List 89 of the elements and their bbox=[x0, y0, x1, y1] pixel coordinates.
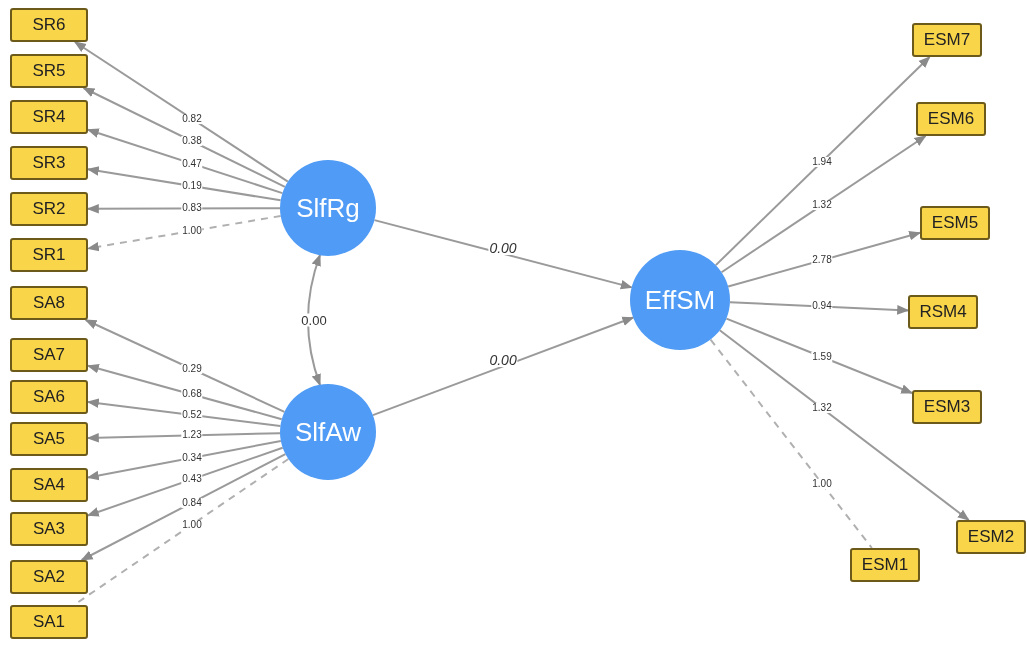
indicator-box bbox=[10, 605, 88, 639]
node-label: SA3 bbox=[32, 518, 66, 541]
arrow bbox=[86, 214, 282, 252]
node-label: SR1 bbox=[32, 244, 66, 267]
edge-label: 0.34 bbox=[181, 452, 203, 463]
indicator-box bbox=[10, 512, 88, 546]
edge-label: 0.29 bbox=[181, 364, 203, 375]
node-label: ESM6 bbox=[927, 108, 975, 131]
node-label: SA6 bbox=[32, 386, 66, 409]
node-label: SA7 bbox=[32, 344, 66, 367]
arrow bbox=[714, 56, 931, 267]
node-label: SR2 bbox=[32, 198, 66, 221]
edge-label: 0.47 bbox=[181, 158, 203, 169]
edge-label: 0.82 bbox=[181, 113, 203, 124]
node-label: SA1 bbox=[32, 611, 66, 634]
edge-label: 1.00 bbox=[181, 519, 203, 530]
indicator-box bbox=[10, 54, 88, 88]
arrow bbox=[86, 439, 282, 481]
indicator-box bbox=[850, 548, 920, 582]
arrow bbox=[373, 219, 633, 290]
arrow bbox=[86, 128, 284, 195]
indicator-box bbox=[912, 390, 982, 424]
edge-label: 0.00 bbox=[488, 353, 518, 368]
node-label: SA8 bbox=[32, 292, 66, 315]
indicator-box bbox=[10, 146, 88, 180]
indicator-box bbox=[10, 338, 88, 372]
edge-label: 0.19 bbox=[181, 181, 203, 192]
node-label: SR6 bbox=[32, 14, 66, 37]
node-label: SlfAw bbox=[295, 415, 361, 449]
arrow bbox=[86, 166, 282, 202]
arrow bbox=[86, 204, 281, 214]
indicator-box bbox=[10, 286, 88, 320]
edge-label: 0.68 bbox=[181, 389, 203, 400]
arrow bbox=[371, 316, 635, 417]
node-label: ESM7 bbox=[923, 29, 971, 52]
edge-label: 0.38 bbox=[181, 136, 203, 147]
arrow bbox=[720, 135, 927, 274]
edge-label: 1.00 bbox=[181, 225, 203, 236]
edge-label: 0.83 bbox=[181, 203, 203, 214]
indicator-box bbox=[10, 422, 88, 456]
indicator-box bbox=[916, 102, 986, 136]
indicator-box bbox=[10, 380, 88, 414]
node-label: SA2 bbox=[32, 566, 66, 589]
indicator-box bbox=[10, 560, 88, 594]
edge-label: 1.59 bbox=[811, 351, 833, 362]
node-label: SR5 bbox=[32, 60, 66, 83]
edge-label: 1.94 bbox=[811, 156, 833, 167]
indicator-box bbox=[908, 295, 978, 329]
arrow bbox=[82, 87, 286, 188]
node-label: ESM1 bbox=[861, 554, 909, 577]
arrow bbox=[727, 231, 922, 288]
indicator-box bbox=[956, 520, 1026, 554]
indicator-box bbox=[10, 8, 88, 42]
indicator-box bbox=[10, 238, 88, 272]
arrow bbox=[86, 364, 283, 421]
arrow bbox=[718, 329, 970, 521]
arrow bbox=[84, 319, 286, 413]
node-label: SA4 bbox=[32, 474, 66, 497]
node-label: SlfRg bbox=[296, 191, 360, 225]
edge-label: 0.94 bbox=[811, 301, 833, 312]
node-label: ESM2 bbox=[967, 526, 1015, 549]
indicator-box bbox=[10, 192, 88, 226]
arrow bbox=[86, 432, 281, 443]
indicator-box bbox=[10, 100, 88, 134]
arrow bbox=[86, 398, 282, 428]
indicator-box bbox=[10, 468, 88, 502]
node-label: SR3 bbox=[32, 152, 66, 175]
edge-label: 0.43 bbox=[181, 474, 203, 485]
edge-label: 0.52 bbox=[181, 409, 203, 420]
arrow bbox=[86, 446, 284, 517]
edge-label: 0.00 bbox=[488, 240, 518, 255]
edge-label: 1.32 bbox=[811, 403, 833, 414]
edge-label: 1.23 bbox=[181, 430, 203, 441]
node-label: ESM5 bbox=[931, 212, 979, 235]
arrow bbox=[80, 453, 287, 561]
node-label: ESM3 bbox=[923, 396, 971, 419]
edge-label: 0.84 bbox=[181, 497, 203, 508]
arrow bbox=[725, 317, 914, 394]
edge-label: 1.00 bbox=[811, 478, 833, 489]
indicator-box bbox=[920, 206, 990, 240]
edge-label: 2.78 bbox=[811, 255, 833, 266]
node-label: SR4 bbox=[32, 106, 66, 129]
node-label: RSM4 bbox=[919, 301, 967, 324]
edge-label: 1.32 bbox=[811, 200, 833, 211]
indicator-box bbox=[912, 23, 982, 57]
node-label: EffSM bbox=[644, 283, 716, 317]
node-label: SA5 bbox=[32, 428, 66, 451]
arrow bbox=[73, 41, 289, 183]
edge-label: 0.00 bbox=[300, 313, 328, 327]
